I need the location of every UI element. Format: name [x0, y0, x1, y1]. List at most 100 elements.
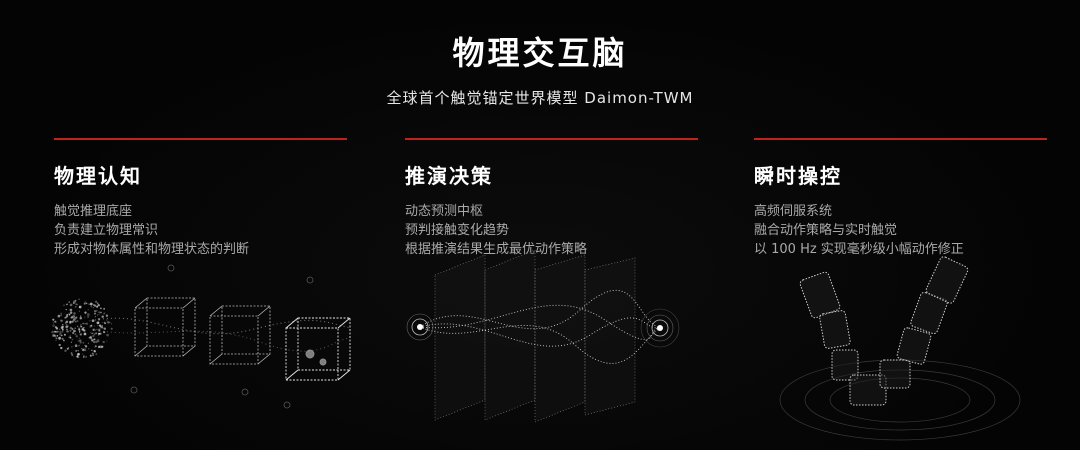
particle-dot [80, 325, 82, 328]
particle-dot [96, 305, 99, 308]
particle-dot [83, 302, 86, 305]
particle-dot [69, 335, 72, 337]
particle-dot [109, 321, 111, 324]
particle-dot [87, 309, 89, 311]
particle-dot [94, 300, 98, 303]
particle-dot [82, 348, 85, 352]
particle-dot [78, 328, 81, 331]
particle-dot [75, 303, 77, 305]
particle-dot [65, 323, 68, 326]
particle-dot [84, 323, 86, 325]
particle-dot [78, 344, 80, 347]
particle-dot [96, 339, 100, 342]
wireframe-cube-filled [285, 317, 351, 381]
particle-dot [90, 338, 94, 341]
particle-dot [66, 347, 69, 350]
column-inference-decision: 推演决策 动态预测中枢 预判接触变化趋势 根据推演结果生成最优动作策略 [405, 138, 705, 438]
particle-sphere [51, 298, 113, 358]
particle-dot [91, 349, 93, 352]
particle-dot [110, 327, 113, 330]
particle-dot [78, 337, 80, 339]
particle-dot [83, 347, 86, 351]
column-instant-control: 瞬时操控 高频伺服系统 融合动作策略与实时触觉 以 100 Hz 实现毫秒级小幅… [754, 138, 1054, 438]
particle-dot [66, 303, 68, 306]
particle-dot [97, 345, 101, 349]
particle-dot [93, 310, 97, 313]
particle-dot [78, 298, 80, 300]
particle-dot [77, 349, 79, 352]
particle-dot [80, 348, 83, 350]
particle-dot [65, 303, 68, 306]
particle-dot [60, 312, 63, 315]
particle-dot [101, 315, 104, 318]
particle-dot [84, 345, 88, 348]
particle-dot [71, 353, 74, 356]
particle-dot [99, 313, 101, 315]
particle-dot [89, 302, 93, 306]
particle-dot [71, 328, 74, 330]
description-line: 预判接触变化趋势 [405, 223, 510, 238]
particle-dot [72, 315, 76, 318]
particle-dot [86, 302, 88, 305]
particle-dot [82, 341, 85, 344]
particle-dot [57, 330, 59, 333]
particle-dot [63, 339, 65, 342]
description-line: 负责建立物理常识 [54, 223, 159, 238]
particle-dot [71, 320, 74, 323]
particle-dot [65, 320, 69, 324]
particle-robot-hand-illustration [779, 256, 1021, 441]
particle-dot [69, 320, 72, 324]
particle-dot [69, 308, 73, 312]
particle-dot [72, 331, 75, 335]
particle-dot [55, 339, 57, 341]
particle-dot [62, 330, 64, 332]
particle-dot [56, 331, 58, 333]
particle-dot [74, 327, 76, 330]
particle-dot [54, 320, 56, 323]
particle-dot [79, 331, 81, 333]
particle-dot [79, 341, 82, 344]
particle-dot [61, 328, 64, 331]
particle-dot [72, 302, 75, 305]
particle-dot [80, 315, 82, 317]
particle-dot [105, 314, 109, 317]
particle-dot [79, 317, 82, 320]
particle-dot [81, 353, 84, 355]
particle-dot [74, 330, 76, 332]
particle-dot [80, 325, 83, 328]
particle-dot [80, 323, 82, 326]
particle-dot [76, 325, 79, 328]
particle-dot [101, 325, 103, 327]
particle-dot [91, 332, 93, 335]
particle-dot [82, 322, 85, 325]
particle-dot [98, 332, 100, 335]
particle-dot [79, 325, 82, 327]
particle-dot [71, 346, 73, 348]
particle-dot [71, 338, 74, 341]
particle-dot [78, 305, 82, 309]
particle-dot [103, 308, 105, 310]
particle-dot [78, 327, 80, 329]
particle-dot [68, 313, 71, 316]
particle-dot [100, 311, 102, 314]
column-description: 动态预测中枢 预判接触变化趋势 根据推演结果生成最优动作策略 [405, 202, 587, 259]
particle-dot [85, 322, 88, 325]
particle-dot [95, 340, 98, 344]
particle-panels [434, 250, 636, 423]
particle-dot [65, 315, 68, 318]
particle-dot [94, 346, 96, 348]
particle-dot [92, 332, 94, 334]
particle-dot [92, 340, 96, 344]
column-heading: 推演决策 [405, 164, 493, 188]
particle-dot [94, 345, 97, 348]
particle-dot [93, 338, 96, 341]
particle-dot [87, 347, 90, 350]
particle-dot [65, 308, 67, 311]
particle-dot [59, 332, 62, 336]
particle-dot [92, 307, 94, 309]
particle-dot [61, 325, 64, 329]
particle-dot [83, 332, 87, 336]
particle-dot [60, 346, 63, 350]
particle-dot [102, 340, 105, 344]
